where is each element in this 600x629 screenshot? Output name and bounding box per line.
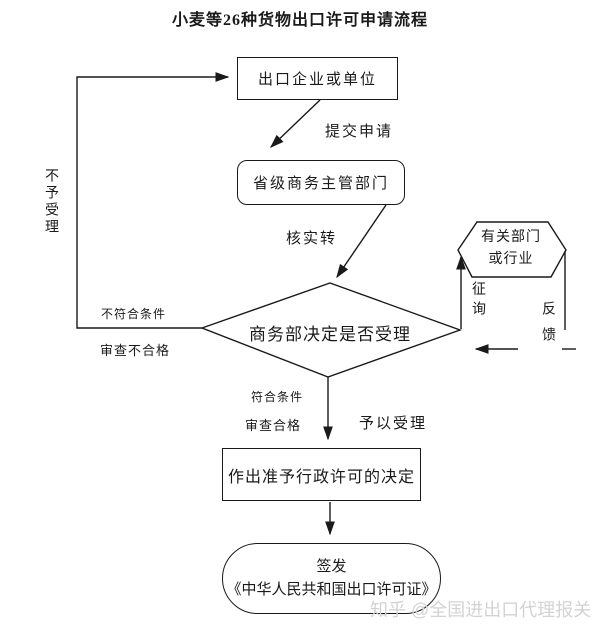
label-not-accepted: 不予受理 — [43, 168, 58, 236]
edge-verify-forward — [336, 204, 387, 279]
node-related-dept-label: 有关部门 或行业 — [457, 227, 565, 271]
node-mofcom-decision-label: 商务部决定是否受理 — [249, 325, 411, 344]
zhihu-watermark: 知乎 @全国进出口代理报关 — [370, 600, 592, 620]
label-review-passed: 审查合格 — [245, 418, 302, 433]
label-accepted: 予以受理 — [359, 416, 428, 432]
node-provincial-dept: 省级商务主管部门 — [237, 160, 405, 205]
edge-reject-loop — [76, 72, 230, 329]
related-dept-line2: 或行业 — [488, 252, 534, 267]
issue-license-line1: 签发 — [316, 558, 347, 575]
related-dept-hexagon-shape — [457, 221, 567, 278]
issue-license-line2: 《中华人民共和国出口许可证》 — [226, 581, 437, 598]
page-title: 小麦等26种货物出口许可申请流程 — [171, 12, 428, 29]
label-review-failed: 审查不合格 — [100, 343, 171, 358]
node-grant-decision: 作出准予行政许可的决定 — [222, 448, 421, 501]
related-dept-line1: 有关部门 — [481, 230, 541, 245]
label-verify-forward: 核实转 — [286, 231, 338, 247]
label-consult: 征询 — [470, 281, 485, 321]
node-export-enterprise: 出口企业或单位 — [237, 57, 398, 100]
label-meet-conditions: 符合条件 — [251, 390, 304, 404]
edge-submit-application — [269, 99, 321, 148]
label-not-meet-conditions: 不符合条件 — [101, 307, 167, 321]
label-submit-application: 提交申请 — [325, 124, 394, 140]
label-feedback: 反馈 — [540, 301, 555, 353]
node-issue-license: 签发 《中华人民共和国出口许可证》 — [222, 543, 441, 614]
